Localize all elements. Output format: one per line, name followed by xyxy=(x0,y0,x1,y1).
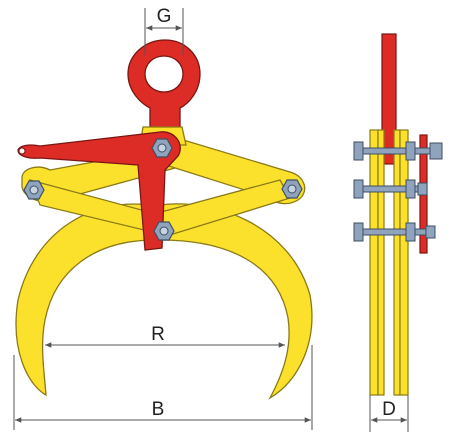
label-g: G xyxy=(157,6,172,27)
left-jaw xyxy=(15,203,156,397)
bolt-left xyxy=(23,180,45,200)
dimension-g: G xyxy=(144,6,184,55)
side-plate-outer-right xyxy=(399,129,409,396)
side-bolt-top xyxy=(353,141,443,161)
label-d: D xyxy=(382,399,396,420)
bolt-lower-center xyxy=(153,221,175,241)
red-lever xyxy=(17,131,181,251)
side-plate-inner-left xyxy=(377,129,385,396)
bolt-top-center xyxy=(151,138,173,158)
side-bolt-middle xyxy=(353,179,428,199)
side-red-eye-plate xyxy=(381,33,397,165)
lifting-eye xyxy=(127,39,201,129)
side-plate-outer-left xyxy=(369,129,379,396)
dimension-r: R xyxy=(45,324,285,348)
side-plate-inner-right xyxy=(393,129,401,396)
lever-end-hole xyxy=(18,147,26,155)
dimension-b: B xyxy=(13,345,313,430)
right-jaw xyxy=(159,203,313,400)
label-r: R xyxy=(151,324,165,345)
label-b: B xyxy=(152,399,165,420)
side-bolt-lower xyxy=(353,222,436,242)
dimension-d: D xyxy=(369,395,409,432)
bolt-right xyxy=(281,179,303,199)
